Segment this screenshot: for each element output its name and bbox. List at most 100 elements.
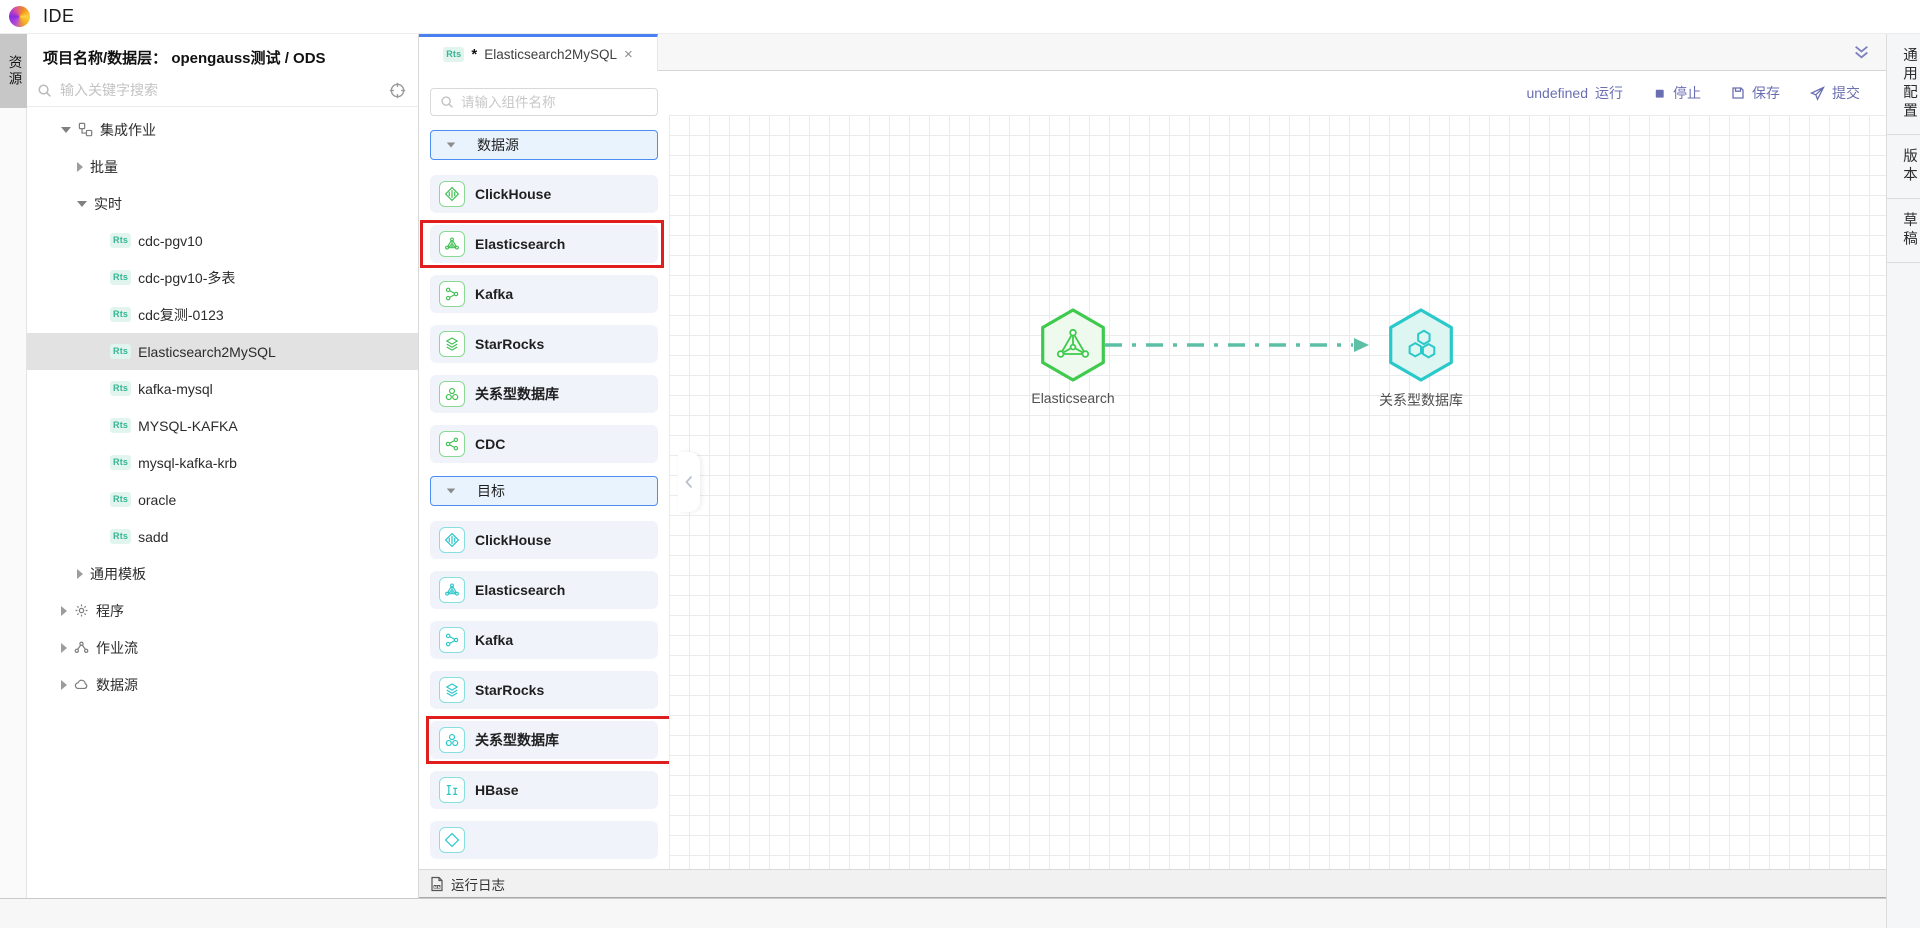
- component-palette: 数据源ClickHouseElasticsearchKafkaStarRocks…: [419, 71, 700, 869]
- tree-item-label: 通用模板: [90, 565, 146, 582]
- rts-badge: Rts: [110, 418, 132, 433]
- tab-dirty-indicator: *: [471, 45, 478, 63]
- right-rail-item-版本[interactable]: 版本: [1887, 135, 1920, 199]
- rts-badge: Rts: [110, 381, 132, 396]
- node-elasticsearch-glyph: [1054, 326, 1092, 369]
- palette-item-cdc[interactable]: CDC: [430, 425, 658, 463]
- canvas-node-关系型数据库[interactable]: [1389, 308, 1453, 387]
- tree-item-通用模板[interactable]: 通用模板: [27, 555, 418, 592]
- tab-rts-badge: Rts: [443, 46, 465, 62]
- starrocks-icon: [439, 331, 465, 357]
- tree-item-label: Elasticsearch2MySQL: [138, 343, 276, 360]
- chevron-down-icon: [446, 488, 456, 494]
- tree-caret-icon[interactable]: [77, 161, 83, 172]
- component-icon: [439, 827, 465, 853]
- palette-search-input[interactable]: [461, 94, 648, 110]
- project-title-value: opengauss测试 / ODS: [171, 50, 326, 67]
- app-title: IDE: [43, 6, 75, 26]
- palette-item-starrocks[interactable]: StarRocks: [430, 325, 658, 363]
- palette-item-kafka[interactable]: Kafka: [430, 621, 658, 659]
- right-rail-item-草稿[interactable]: 草稿: [1887, 199, 1920, 263]
- run-log-bar[interactable]: 运行日志: [419, 869, 1886, 898]
- canvas-node-elasticsearch[interactable]: [1041, 308, 1105, 387]
- tree-item-cdc-pgv10[interactable]: Rts cdc-pgv10: [27, 222, 418, 259]
- log-icon: [430, 876, 444, 892]
- tree-caret-icon[interactable]: [77, 200, 87, 207]
- palette-item-clickhouse[interactable]: ClickHouse: [430, 521, 658, 559]
- palette-item-hbase[interactable]: HBase: [430, 771, 658, 809]
- tree-item-批量[interactable]: 批量: [27, 148, 418, 185]
- palette-section-header-数据源[interactable]: 数据源: [430, 130, 658, 160]
- palette-item-partial[interactable]: [430, 821, 658, 859]
- tab-close-icon[interactable]: ×: [624, 45, 633, 63]
- rail-tab-resources[interactable]: 资源: [0, 34, 27, 108]
- palette-item-label: StarRocks: [475, 336, 545, 352]
- save-button[interactable]: 保存: [1731, 83, 1780, 103]
- explorer-search-input[interactable]: [60, 82, 381, 98]
- tree-item-label: 集成作业: [100, 121, 156, 138]
- tree-item-label: oracle: [138, 491, 177, 508]
- elasticsearch-icon: [439, 577, 465, 603]
- submit-button[interactable]: 提交: [1810, 83, 1860, 103]
- app-logo-icon: [9, 6, 30, 27]
- palette-item-elasticsearch[interactable]: Elasticsearch: [420, 220, 664, 268]
- palette-item-label: 关系型数据库: [475, 732, 559, 748]
- tree-item-集成作业[interactable]: 集成作业: [27, 111, 418, 148]
- rts-badge: Rts: [110, 233, 132, 248]
- palette-item-label: ClickHouse: [475, 532, 552, 548]
- org-icon: [78, 122, 93, 137]
- cdc-icon: [439, 431, 465, 457]
- right-rail-item-通用配置[interactable]: 通用配置: [1887, 34, 1920, 135]
- search-icon: [37, 83, 52, 98]
- tree-caret-icon[interactable]: [77, 568, 83, 579]
- tree-item-实时[interactable]: 实时: [27, 185, 418, 222]
- collapse-panel-chevrons-icon[interactable]: [1853, 45, 1870, 60]
- palette-item-kafka[interactable]: Kafka: [430, 275, 658, 313]
- tree-item-作业流[interactable]: 作业流: [27, 629, 418, 666]
- canvas-node-label: Elasticsearch: [1031, 390, 1115, 406]
- left-rail: 资源: [0, 34, 27, 898]
- palette-item-starrocks[interactable]: StarRocks: [430, 671, 658, 709]
- tool-btn-label: 保存: [1752, 85, 1780, 101]
- tree-caret-icon[interactable]: [61, 642, 67, 653]
- tree-item-label: 实时: [94, 195, 122, 212]
- tree-item-程序[interactable]: 程序: [27, 592, 418, 629]
- tree-caret-icon[interactable]: [61, 605, 67, 616]
- tree-item-label: 作业流: [96, 639, 138, 656]
- tree-item-label: MYSQL-KAFKA: [138, 417, 238, 434]
- tree-caret-icon[interactable]: [61, 679, 67, 690]
- palette-item-label: Kafka: [475, 632, 514, 648]
- top-bar: IDE: [0, 0, 1920, 34]
- rts-badge: Rts: [110, 455, 132, 470]
- palette-item-clickhouse[interactable]: ClickHouse: [430, 175, 658, 213]
- palette-collapse-handle[interactable]: [678, 452, 700, 512]
- explorer-search-row: [27, 74, 418, 107]
- tree-item-数据源[interactable]: 数据源: [27, 666, 418, 703]
- editor-region: Rts * Elasticsearch2MySQL × 数据源 ClickHous…: [419, 34, 1886, 898]
- clickhouse-icon: [439, 181, 465, 207]
- palette-item-elasticsearch[interactable]: Elasticsearch: [430, 571, 658, 609]
- stop-button[interactable]: 停止: [1653, 83, 1701, 103]
- rts-badge: Rts: [110, 307, 132, 322]
- palette-item-关系型数据库[interactable]: 关系型数据库: [430, 375, 658, 413]
- tab-elasticsearch2mysql[interactable]: Rts * Elasticsearch2MySQL ×: [419, 34, 658, 71]
- kafka-icon: [439, 627, 465, 653]
- locate-icon[interactable]: [389, 82, 406, 99]
- palette-section-header-目标[interactable]: 目标: [430, 476, 658, 506]
- tree-caret-icon[interactable]: [61, 126, 71, 133]
- tree-item-mysql-kafka[interactable]: Rts MYSQL-KAFKA: [27, 407, 418, 444]
- tree-item-label: cdc-pgv10-多表: [138, 269, 236, 286]
- tool-btn-label: 运行: [1595, 85, 1623, 101]
- palette-item-关系型数据库[interactable]: 关系型数据库: [426, 716, 693, 764]
- tree-item-label: cdc-pgv10: [138, 232, 203, 249]
